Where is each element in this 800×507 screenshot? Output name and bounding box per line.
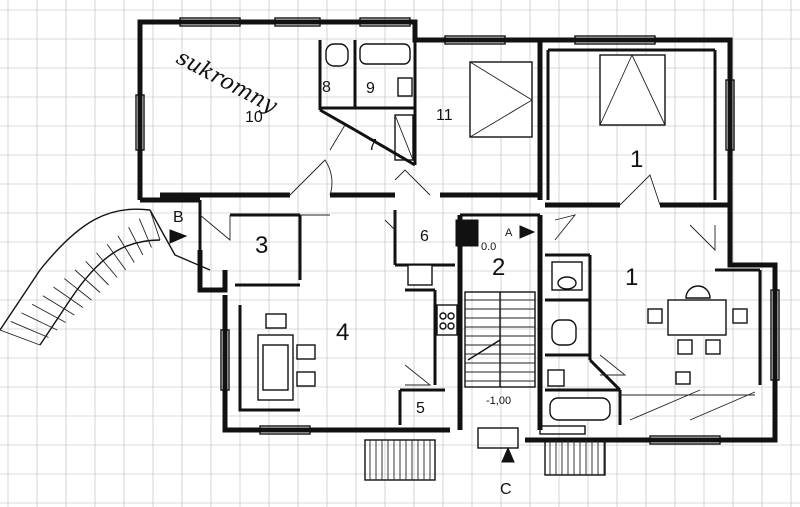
terrace-hatch [620,389,756,421]
bathtub-room-9 [359,43,413,97]
level-annotation: -1,00 [486,395,511,407]
svg-text:C: C [500,481,512,498]
chimney [455,219,479,247]
room-label-11: 11 [436,107,453,124]
section-marker-a: A [505,225,536,239]
room-label-7: 7 [368,137,377,154]
room-label-1-top: 1 [630,146,643,173]
room-label-1-right: 1 [625,264,638,291]
room-label-10: 10 [245,109,263,126]
bathroom-fixtures [547,261,611,421]
svg-text:B: B [173,209,184,226]
bed-room-1 [599,54,666,126]
sofa-room-4 [257,313,316,401]
toilet-room-8 [325,43,349,67]
staircase-left [0,208,211,346]
small-note: 0.0 [481,241,496,253]
room-label-8: 8 [322,79,331,96]
room-10-handwritten-note: sukromny [172,45,281,119]
room-label-5: 5 [416,400,425,417]
shower-room-7 [394,114,414,161]
bed-room-11 [469,61,533,138]
kitchen-appliances [407,264,458,336]
room-label-2: 2 [492,254,505,281]
section-marker-b: B [169,209,188,244]
room-label-3: 3 [255,232,268,259]
door-swings [199,124,716,386]
windows [135,17,780,445]
room-label-6: 6 [420,228,429,245]
dining-table [647,285,748,385]
section-marker-c: C [500,446,515,498]
svg-text:A: A [505,227,513,239]
room-labels: 1 1 2 3 4 5 6 7 8 9 10 11 [245,79,643,417]
room-label-4: 4 [336,319,349,346]
staircase-bottom [364,427,606,481]
room-label-9: 9 [366,80,375,97]
staircase-center [464,291,536,388]
outer-walls [137,19,778,443]
